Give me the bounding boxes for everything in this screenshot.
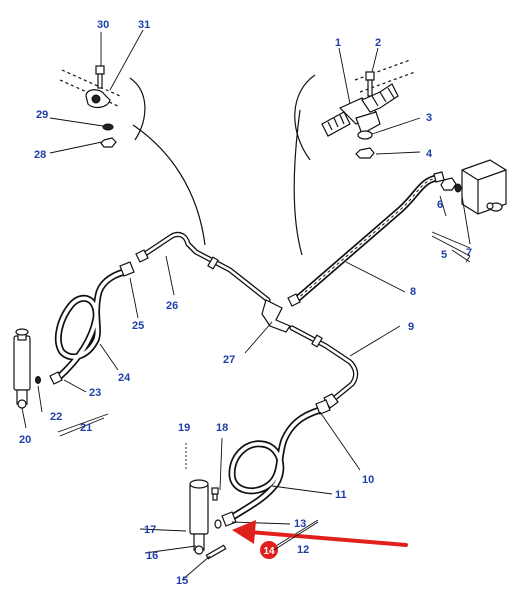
- label-18: 18: [216, 422, 228, 434]
- pin-15: [205, 544, 227, 560]
- label-21: 21: [80, 422, 92, 434]
- clamp-31: [85, 89, 111, 109]
- fitting-6: [440, 177, 457, 191]
- seal-22: [35, 376, 41, 384]
- valve-body-1: [321, 83, 399, 137]
- label-9: 9: [408, 321, 414, 333]
- nut-28: [100, 137, 117, 148]
- label-27: 27: [223, 354, 235, 366]
- label-30: 30: [97, 19, 109, 31]
- body-contour-left: [59, 69, 206, 246]
- washer-29: [102, 123, 114, 131]
- label-11: 11: [335, 489, 347, 501]
- pipe-9: [289, 325, 359, 409]
- bolt-30: [95, 65, 105, 89]
- bolt-18: [211, 487, 219, 501]
- highlight-arrow: [232, 520, 408, 547]
- label-2: 2: [375, 37, 381, 49]
- label-31: 31: [138, 19, 150, 31]
- seal-7: [454, 183, 462, 193]
- label-19: 19: [178, 422, 190, 434]
- connector-block-right: [440, 159, 507, 215]
- cylinder-20: [13, 328, 41, 409]
- highlight-badge-14: 14: [260, 541, 278, 559]
- hose-24: [49, 261, 135, 385]
- label-7: 7: [466, 247, 472, 259]
- label-29: 29: [36, 109, 48, 121]
- pipe-26: [135, 231, 271, 303]
- label-25: 25: [132, 320, 144, 332]
- label-5: 5: [441, 249, 447, 261]
- label-24: 24: [118, 372, 131, 384]
- label-4: 4: [426, 148, 433, 160]
- leader-lines: [21, 29, 471, 581]
- label-28: 28: [34, 149, 46, 161]
- body-contour-right: [293, 59, 416, 256]
- nut-4: [355, 147, 375, 159]
- label-16: 16: [146, 550, 158, 562]
- label-17: 17: [144, 524, 156, 536]
- badge-number: 14: [263, 546, 275, 557]
- valve-assembly-top-right: [321, 71, 399, 159]
- part-labels: 30 31 29 28 1 2 3 4 6 7 5 8 9 10 11 13 1…: [19, 19, 472, 587]
- label-15: 15: [176, 575, 188, 587]
- cylinder-16: [189, 479, 227, 560]
- label-8: 8: [410, 286, 416, 298]
- label-20: 20: [19, 434, 31, 446]
- label-6: 6: [437, 199, 443, 211]
- label-13: 13: [294, 518, 306, 530]
- fitting-25: [119, 261, 135, 277]
- clamp-assembly-top-left: [85, 65, 117, 148]
- label-10: 10: [362, 474, 374, 486]
- label-1: 1: [335, 37, 341, 49]
- fitting-23: [49, 371, 63, 385]
- seal-13: [214, 519, 222, 529]
- label-22: 22: [50, 411, 62, 423]
- label-26: 26: [166, 300, 178, 312]
- label-12: 12: [297, 544, 309, 556]
- washer-3: [357, 130, 373, 140]
- hose-8: [287, 171, 445, 307]
- hose-11: [221, 399, 331, 527]
- tee-fitting-27: [261, 299, 291, 333]
- label-23: 23: [89, 387, 101, 399]
- label-3: 3: [426, 112, 432, 124]
- group-brackets: [57, 235, 471, 551]
- bolt-2: [365, 71, 375, 97]
